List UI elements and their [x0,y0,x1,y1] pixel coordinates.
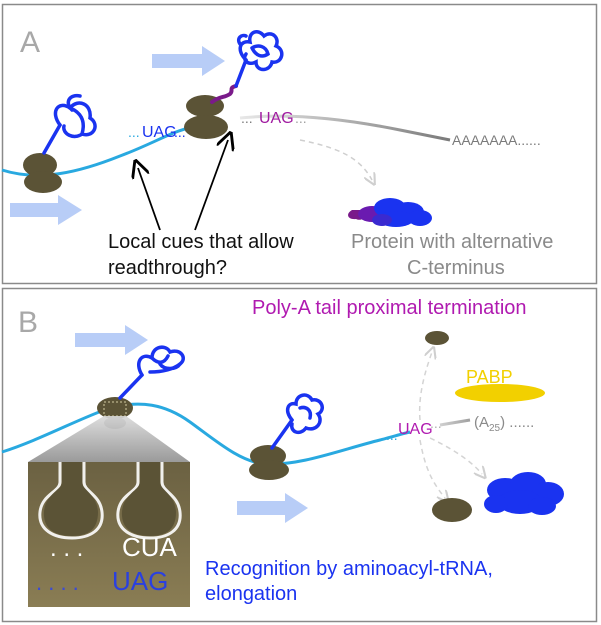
released-protein-b [484,472,564,515]
flow-arrow-b-top [75,325,148,355]
release-arrow-b-up [418,352,432,421]
pabp-label: PABP [466,367,513,387]
recognition-text-line1: Recognition by aminoacyl-tRNA, [205,558,493,580]
panel-b-frame [1,287,598,623]
mrna-strand-b [1,402,411,466]
inset-zoom-cone [28,416,190,462]
dots-a1: ... [128,124,140,140]
blue-peptide-a2 [234,30,284,88]
pabp-protein [455,384,545,402]
mrna-tail-a [239,114,451,142]
peptide-b2 [270,393,324,450]
released-subunit-small [425,331,449,345]
inset-codon: UAG [112,566,168,596]
flow-arrow-top [152,46,225,76]
protein-alt-cterminus [348,198,432,227]
inset-codon-box [28,462,190,607]
cue-arrow-left [138,168,161,231]
dots-a2: ... [174,124,186,140]
released-subunit-large [432,498,472,522]
stop-codon-a1: UAG [142,124,177,141]
stop-codon-a2: UAG [259,110,294,127]
dots-a2b: ... [241,110,253,126]
ribosome-a1 [23,153,62,193]
purple-peptide-a2 [210,84,238,104]
panel-a-frame [1,3,598,285]
inset-codon-dots: . . . . [36,570,79,595]
peptide-trna-a1 [42,93,97,155]
protein-text-line2: C-terminus [407,257,505,279]
cue-text-line1: Local cues that allow [108,231,294,253]
release-arrow-a [299,139,372,180]
mrna-tail-b [439,418,471,427]
release-arrow-b-down [419,439,445,498]
cue-text-line2: readthrough? [108,257,227,279]
recognition-text-line2: elongation [205,583,297,605]
panel-a-label: A [20,26,40,59]
ribosome-b2 [249,445,289,480]
release-arrow-b-right [429,437,482,474]
inset-anticodon-dots: . . . [50,535,83,562]
inset-anticodon: CUA [122,532,178,562]
dots-b-post: ... [430,415,442,431]
flow-arrow-b-bottom [237,493,308,523]
panel-b-label: B [18,306,38,339]
poly-a-b: (A25) ...... [474,414,534,434]
dots-a3: ... [295,110,307,126]
stop-codon-b: UAG [398,421,433,438]
trna-b1 [118,345,185,400]
cue-arrow-right [194,140,228,231]
ribosome-a2 [184,95,228,139]
flow-arrow-bottom-left [10,195,82,225]
protein-text-line1: Protein with alternative [351,231,553,253]
panel-b-title: Poly-A tail proximal termination [252,297,527,319]
poly-a-tail-a: AAAAAAA...... [452,132,541,148]
dots-b-pre: ... [386,427,398,443]
